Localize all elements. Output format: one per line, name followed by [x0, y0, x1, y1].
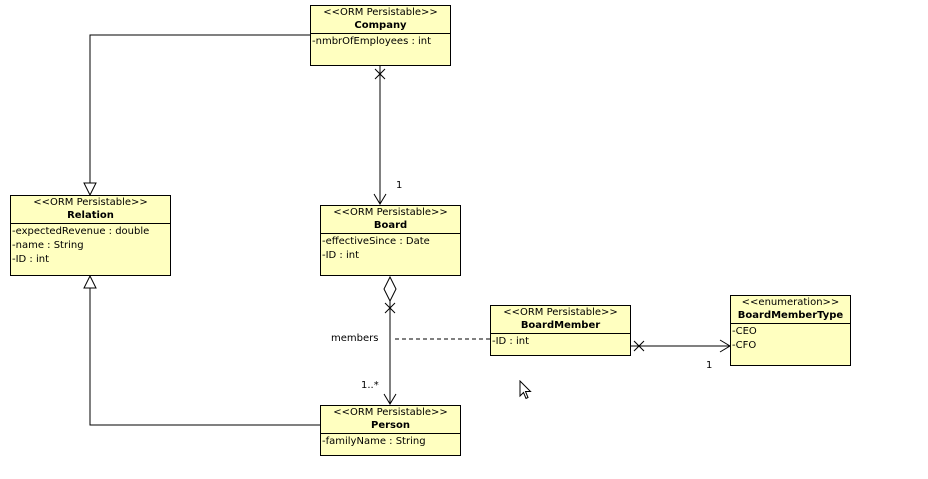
open-arrowhead-icon — [383, 393, 397, 405]
attribute-compartment: -nmbrOfEmployees : int — [311, 34, 450, 49]
attribute-compartment: -familyName : String — [321, 434, 460, 449]
stereotype-label: <<ORM Persistable>> — [333, 207, 448, 218]
aggregation-diamond-icon — [383, 275, 397, 303]
class-name: BoardMember — [520, 320, 601, 331]
class-name: Person — [371, 420, 410, 431]
class-board-member-type[interactable]: <<enumeration>> BoardMemberType -CEO -CF… — [730, 295, 851, 366]
attribute: -effectiveSince : Date — [322, 236, 430, 247]
attribute-compartment: -effectiveSince : Date -ID : int — [321, 234, 460, 263]
multiplicity-label: 1..* — [361, 380, 379, 391]
class-board-member[interactable]: <<ORM Persistable>> BoardMember -ID : in… — [490, 305, 631, 356]
attribute: -name : String — [12, 240, 84, 251]
class-header: <<ORM Persistable>> Relation — [11, 196, 170, 224]
multiplicity-label: 1 — [706, 360, 713, 371]
non-navigable-x-icon — [384, 302, 396, 314]
class-header: <<ORM Persistable>> Company — [311, 6, 450, 34]
stereotype-label: <<ORM Persistable>> — [333, 407, 448, 418]
non-navigable-x-icon — [633, 340, 645, 352]
class-person[interactable]: <<ORM Persistable>> Person -familyName :… — [320, 405, 461, 456]
class-header: <<ORM Persistable>> Person — [321, 406, 460, 434]
generalization-arrowhead-icon — [83, 182, 97, 197]
class-company[interactable]: <<ORM Persistable>> Company -nmbrOfEmplo… — [310, 5, 451, 66]
multiplicity-label: 1 — [396, 180, 403, 191]
generalization-company-relation[interactable] — [89, 34, 310, 183]
mouse-pointer-icon — [519, 380, 532, 400]
generalization-person-relation[interactable] — [89, 288, 320, 426]
open-arrowhead-icon — [373, 193, 387, 205]
attribute: -familyName : String — [322, 436, 426, 447]
attribute: -ID : int — [322, 250, 360, 261]
stereotype-label: <<enumeration>> — [741, 297, 840, 308]
generalization-arrowhead-icon — [83, 274, 97, 289]
enum-literal: -CFO — [732, 340, 757, 351]
role-label: members — [331, 333, 379, 344]
class-board[interactable]: <<ORM Persistable>> Board -effectiveSinc… — [320, 205, 461, 276]
stereotype-label: <<ORM Persistable>> — [33, 197, 148, 208]
class-header: <<enumeration>> BoardMemberType — [731, 296, 850, 324]
attribute: -expectedRevenue : double — [12, 226, 150, 237]
attribute: -ID : int — [12, 254, 50, 265]
attribute: -nmbrOfEmployees : int — [312, 36, 432, 47]
enum-literal: -CEO — [732, 326, 757, 337]
stereotype-label: <<ORM Persistable>> — [503, 307, 618, 318]
attribute-compartment: -ID : int — [491, 334, 630, 349]
class-header: <<ORM Persistable>> BoardMember — [491, 306, 630, 334]
stereotype-label: <<ORM Persistable>> — [323, 7, 438, 18]
attribute-compartment: -expectedRevenue : double -name : String… — [11, 224, 170, 267]
class-name: Relation — [67, 210, 114, 221]
class-name: Board — [373, 220, 408, 231]
class-relation[interactable]: <<ORM Persistable>> Relation -expectedRe… — [10, 195, 171, 276]
attribute-compartment: -CEO -CFO — [731, 324, 850, 353]
class-name: Company — [354, 20, 407, 31]
class-name: BoardMemberType — [737, 310, 844, 321]
attribute: -ID : int — [492, 336, 530, 347]
class-header: <<ORM Persistable>> Board — [321, 206, 460, 234]
non-navigable-x-icon — [374, 68, 386, 80]
